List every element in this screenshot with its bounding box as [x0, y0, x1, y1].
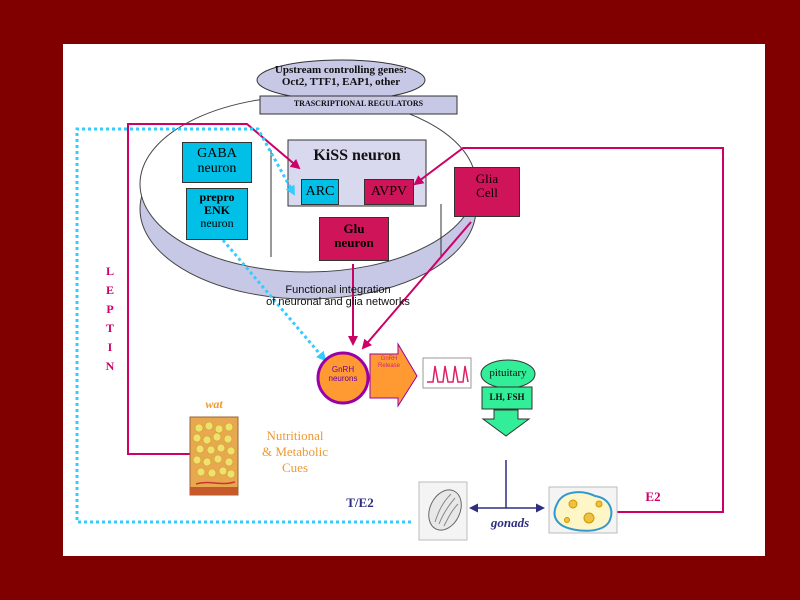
avpv-box: AVPV [364, 179, 414, 205]
lh-fsh-box [481, 386, 533, 410]
arc-box: ARC [301, 179, 339, 205]
gnrh-neurons-label: GnRH neurons [328, 365, 358, 383]
gnrh-neurons-circle [316, 351, 370, 405]
wat-label: wat [205, 397, 223, 411]
glia-to-gnrh-line [361, 221, 472, 350]
gnrh-release-label: GnRH Release [377, 356, 400, 369]
e2-line [413, 147, 724, 513]
nutritional-cues-label: Nutritional & Metabolic Cues [261, 428, 329, 475]
gaba-neuron-box: GABA neuron [182, 142, 252, 183]
testis-icon [418, 481, 468, 541]
gnrh-release-arrow [369, 342, 418, 408]
functional-integration-label: Functional integration of neuronal and g… [266, 284, 410, 309]
transcriptional-regulators-label: TRASCRIPTIONAL REGULATORS [293, 99, 424, 108]
gonads-label: gonads [490, 515, 530, 530]
glia-cell-box: Glia Cell [454, 167, 520, 217]
lh-fsh-label: LH, FSH [489, 392, 525, 402]
te2-dotted-line [75, 127, 411, 524]
glu-neuron-box: Glu neuron [319, 217, 389, 261]
pulse-wave-icon [427, 365, 469, 383]
te2-label: T/E2 [346, 495, 374, 510]
pituitary-down-arrow [481, 409, 531, 437]
slide: Upstream controlling genes: Oct2, TTF1, … [63, 44, 765, 556]
ovary-icon [548, 486, 618, 534]
prepro-enk-neuron-box: prepro ENK neuron [186, 188, 248, 240]
upstream-genes-label: Upstream controlling genes: Oct2, TTF1, … [274, 64, 408, 89]
pituitary-label: pituitary [489, 367, 527, 379]
e2-label: E2 [645, 489, 661, 504]
leptin-label: L E P T I N [105, 264, 115, 373]
regulators-bar [259, 95, 458, 115]
prepro-to-gnrh-line [221, 239, 327, 362]
adipose-tissue-icon [189, 416, 239, 496]
kiss-neuron-label: KiSS neuron [313, 147, 401, 164]
